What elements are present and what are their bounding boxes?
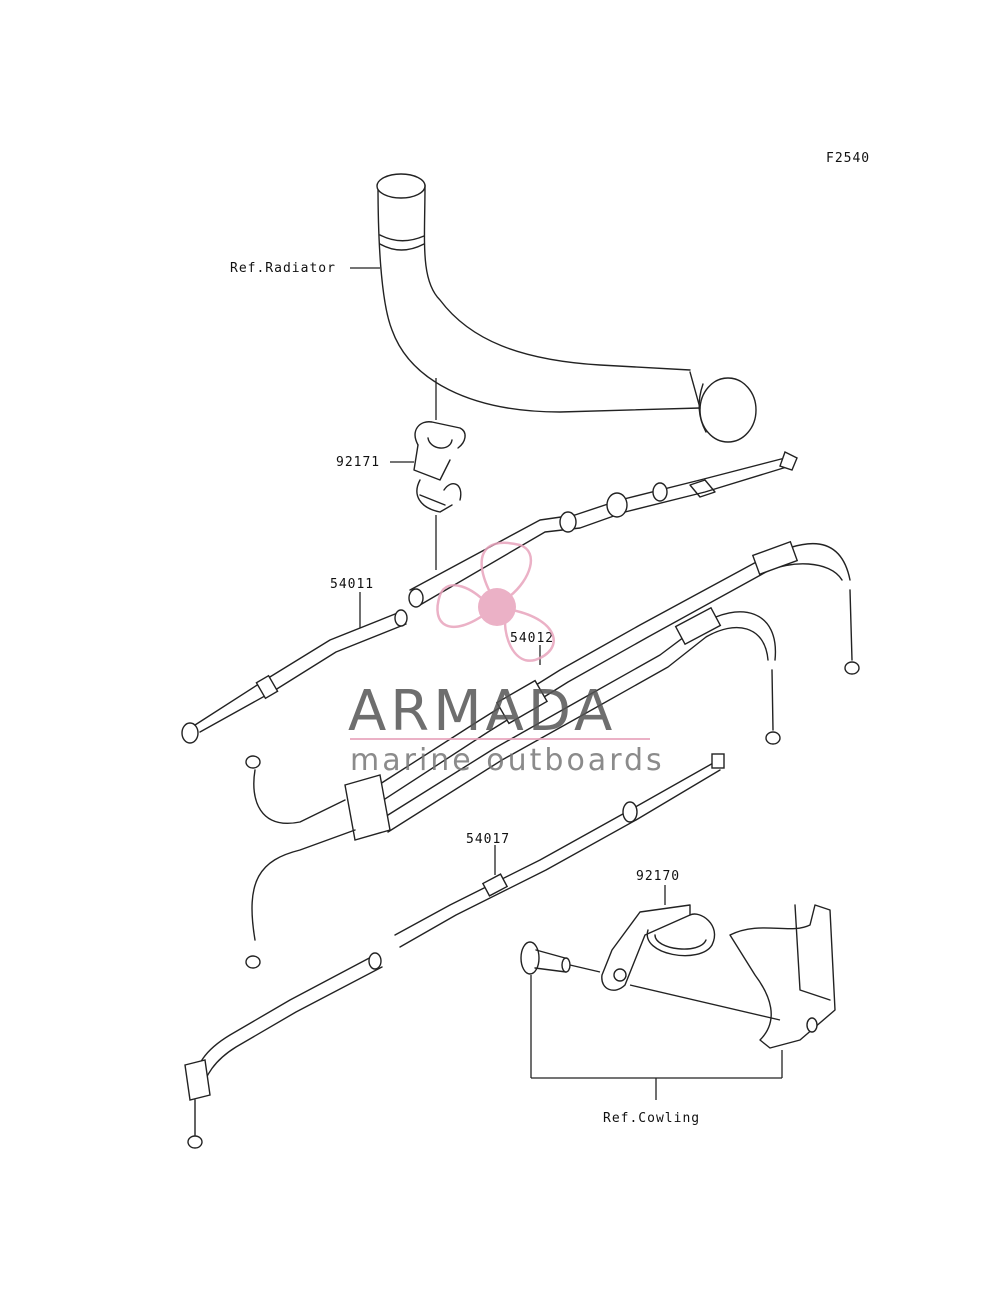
ref-radiator-label: Ref.Radiator — [230, 261, 336, 276]
cable-54017-drawing — [184, 753, 725, 1149]
ref-cowling-label: Ref.Cowling — [603, 1111, 700, 1126]
cable-54011-drawing — [181, 451, 798, 744]
part-number-92171: 92171 — [336, 455, 380, 470]
watermark-title: ARMADA — [348, 679, 616, 744]
watermark-subtitle: marine outboards — [350, 743, 665, 778]
part-number-54011: 54011 — [330, 577, 374, 592]
propeller-logo-icon — [436, 541, 555, 662]
bracket-92170-drawing — [520, 885, 836, 1100]
armada-watermark: ARMADA marine outboards — [348, 541, 665, 778]
part-number-54012: 54012 — [510, 631, 554, 646]
radiator-hose-drawing — [376, 173, 757, 443]
figure-code: F2540 — [826, 151, 870, 166]
part-number-92170: 92170 — [636, 869, 680, 884]
part-number-54017: 54017 — [466, 832, 510, 847]
clamp-92171-drawing — [413, 378, 466, 570]
cable-54012-drawing — [245, 540, 860, 969]
